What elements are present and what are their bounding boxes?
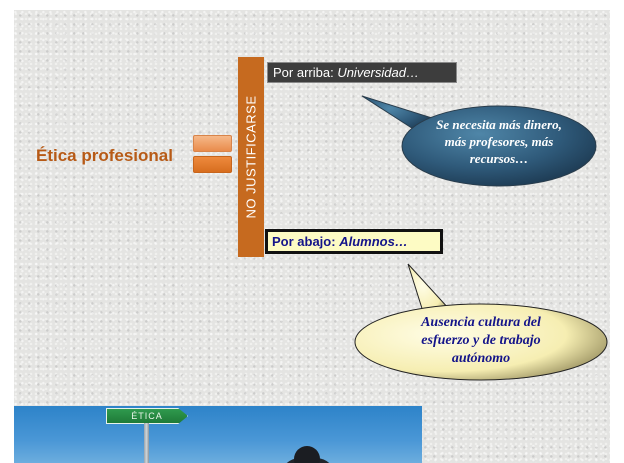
por-abajo-box: Por abajo: Alumnos… [265,229,443,254]
callout-bottom-text: Ausencia cultura del esfuerzo y de traba… [386,314,576,368]
por-abajo-emphasis: Alumnos… [339,234,408,249]
callout-bottom-line: Ausencia cultura del [421,315,541,330]
no-justificarse-box: NO JUSTIFICARSE [238,57,264,257]
etica-sign: ÉTICA [106,408,188,424]
bracket-bar-bottom [193,156,232,173]
por-abajo-lead: Por abajo: [272,234,340,249]
callout-top-line: recursos… [469,151,529,166]
por-arriba-lead: Por arriba: [273,65,338,80]
slide-title: Ética profesional [36,146,173,165]
callout-top-line: Se necesita más dinero, [436,117,562,132]
callout-bottom-line: esfuerzo y de trabajo [421,333,541,348]
sign-pole [144,423,149,463]
person-head [294,446,320,463]
callout-bottom-bubble [354,263,608,381]
callout-top-text: Se necesita más dinero, más profesores, … [414,116,584,167]
por-arriba-emphasis: Universidad… [337,65,419,80]
etica-photo: ÉTICA [14,406,422,463]
callout-top-line: más profesores, más [444,134,554,149]
por-arriba-box: Por arriba: Universidad… [267,62,457,83]
callout-top-bubble [361,95,597,187]
callout-bottom-line: autónomo [451,351,511,366]
bracket-bar-top [193,135,232,152]
